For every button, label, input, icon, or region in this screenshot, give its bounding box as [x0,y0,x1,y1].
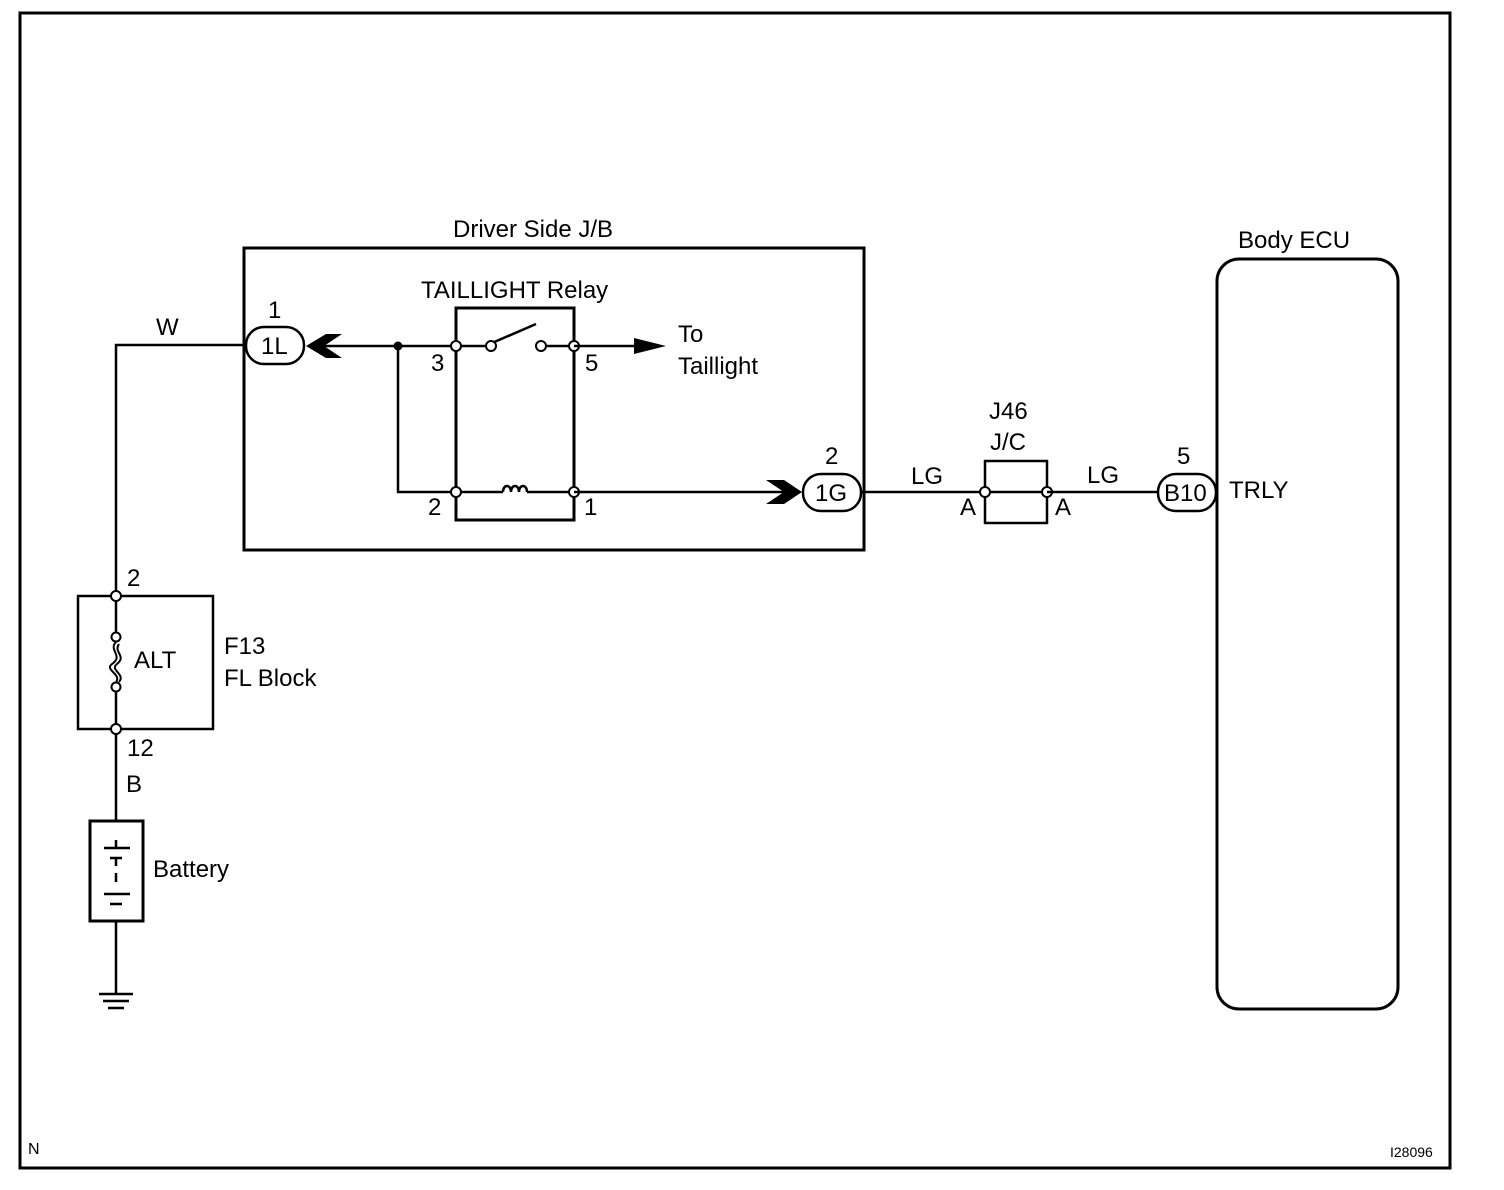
connector-1g-pin: 2 [825,443,838,470]
junction-connector-pin-right-label: A [1055,494,1071,521]
wire-w-label: W [156,314,179,341]
relay-pin-2 [450,486,462,498]
wire-lg-right-label: LG [1087,462,1119,489]
connector-1g [801,472,863,513]
junction-connector-pin-left-label: A [960,494,976,521]
relay-pin-3-label: 3 [431,350,444,377]
wire-w [114,343,246,595]
relay-switch-node-right [535,340,547,352]
ecu-terminal: TRLY [1229,477,1289,504]
fuse-icon [109,641,122,683]
wire-jb-to-relay2 [396,346,456,494]
relay-pin-1-label: 1 [584,494,597,521]
connector-b10-pin: 5 [1177,443,1190,470]
ecu-title: Body ECU [1238,227,1350,254]
to-taillight-line2: Taillight [678,353,758,380]
fuse-node-bottom [110,681,122,693]
junction-block-title: Driver Side J/B [453,216,613,243]
connector-b10-label: B10 [1164,480,1207,507]
fuse-block-pin-bottom [110,723,122,735]
wire-lg-left-label: LG [911,463,943,490]
connector-1l-label: 1L [261,333,288,360]
outer-frame [18,11,1452,1170]
relay-box [454,306,576,522]
connector-1g-chevron [766,480,802,504]
relay-pin-3 [450,340,462,352]
fuse-block-pin-bottom-label: 12 [127,735,154,762]
relay-switch-contact [491,322,537,345]
fuse-block-name: FL Block [224,665,317,692]
taillight-arrow-icon [634,338,666,354]
junction-block-box [242,246,866,552]
image-code: I28096 [1390,1144,1433,1160]
fuse-block-id: F13 [224,633,265,660]
ecu-box [1215,257,1400,1011]
junction-connector-id: J46 [989,398,1028,425]
battery-label: Battery [153,856,229,883]
fuse-node-top [110,631,122,643]
relay-switch-node-left [485,340,497,352]
relay-coil [501,484,529,493]
to-taillight-line1: To [678,321,703,348]
fuse-block-pin-top [110,590,122,602]
relay-pin-5-label: 5 [585,350,598,377]
junction-connector-pin-left [979,486,991,498]
connector-1l-pin: 1 [268,297,281,324]
relay-pin-2-label: 2 [428,494,441,521]
fuse-name: ALT [134,647,177,674]
fuse-block-box [76,594,215,731]
junction-connector-type: J/C [990,429,1026,456]
relay-title: TAILLIGHT Relay [421,277,608,304]
footer-left-code: N [28,1141,40,1158]
battery-icon [104,840,130,906]
ground-icon [99,992,133,1010]
battery-box [88,819,145,923]
wire-b-label: B [126,771,142,798]
connector-1l [244,325,306,366]
connector-1g-label: 1G [815,480,847,507]
fuse-block-pin-top-label: 2 [127,565,140,592]
